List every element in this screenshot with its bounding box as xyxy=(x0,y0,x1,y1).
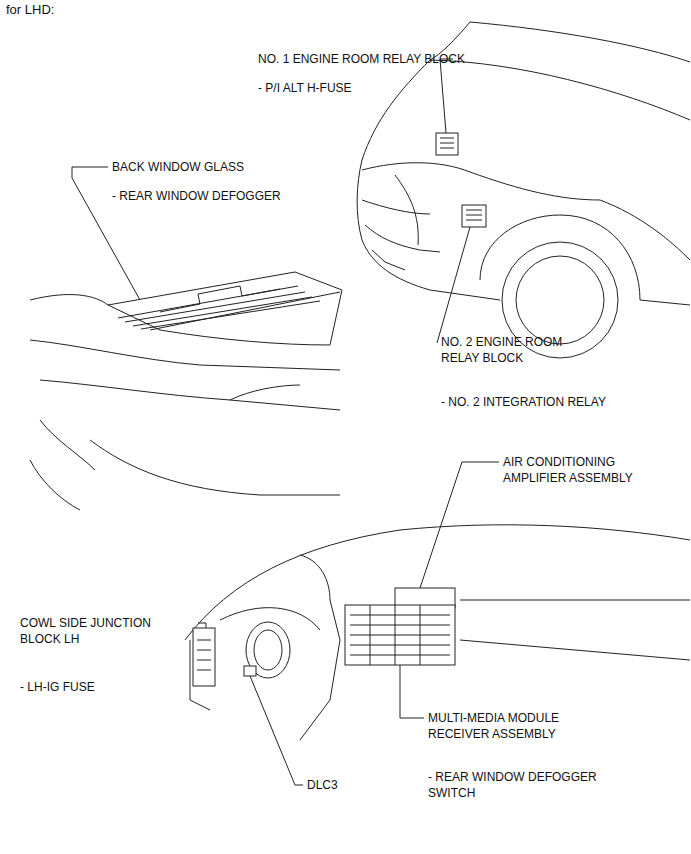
part-name: COWL SIDE JUNCTION BLOCK LH xyxy=(20,615,160,647)
page-title: for LHD: xyxy=(6,2,54,18)
rear-car xyxy=(30,272,342,510)
part-name: DLC3 xyxy=(307,777,367,793)
part-detail: - REAR WINDOW DEFOGGER xyxy=(112,188,332,204)
part-name: MULTI-MEDIA MODULE RECEIVER ASSEMBLY xyxy=(428,710,578,742)
part-detail: - P/I ALT H-FUSE xyxy=(258,80,458,96)
part-name: NO. 2 ENGINE ROOM RELAY BLOCK xyxy=(441,334,591,366)
part-name: BACK WINDOW GLASS xyxy=(112,159,312,175)
leader-line xyxy=(72,59,499,785)
part-name: AIR CONDITIONING AMPLIFIER ASSEMBLY xyxy=(503,454,653,486)
front-car xyxy=(357,22,690,358)
instrument-panel xyxy=(185,525,690,740)
part-detail: - REAR WINDOW DEFOGGER SWITCH xyxy=(428,769,603,801)
part-detail: - LH-IG FUSE xyxy=(20,679,160,695)
part-detail: - NO. 2 INTEGRATION RELAY xyxy=(441,394,661,410)
part-name: NO. 1 ENGINE ROOM RELAY BLOCK xyxy=(258,51,488,67)
